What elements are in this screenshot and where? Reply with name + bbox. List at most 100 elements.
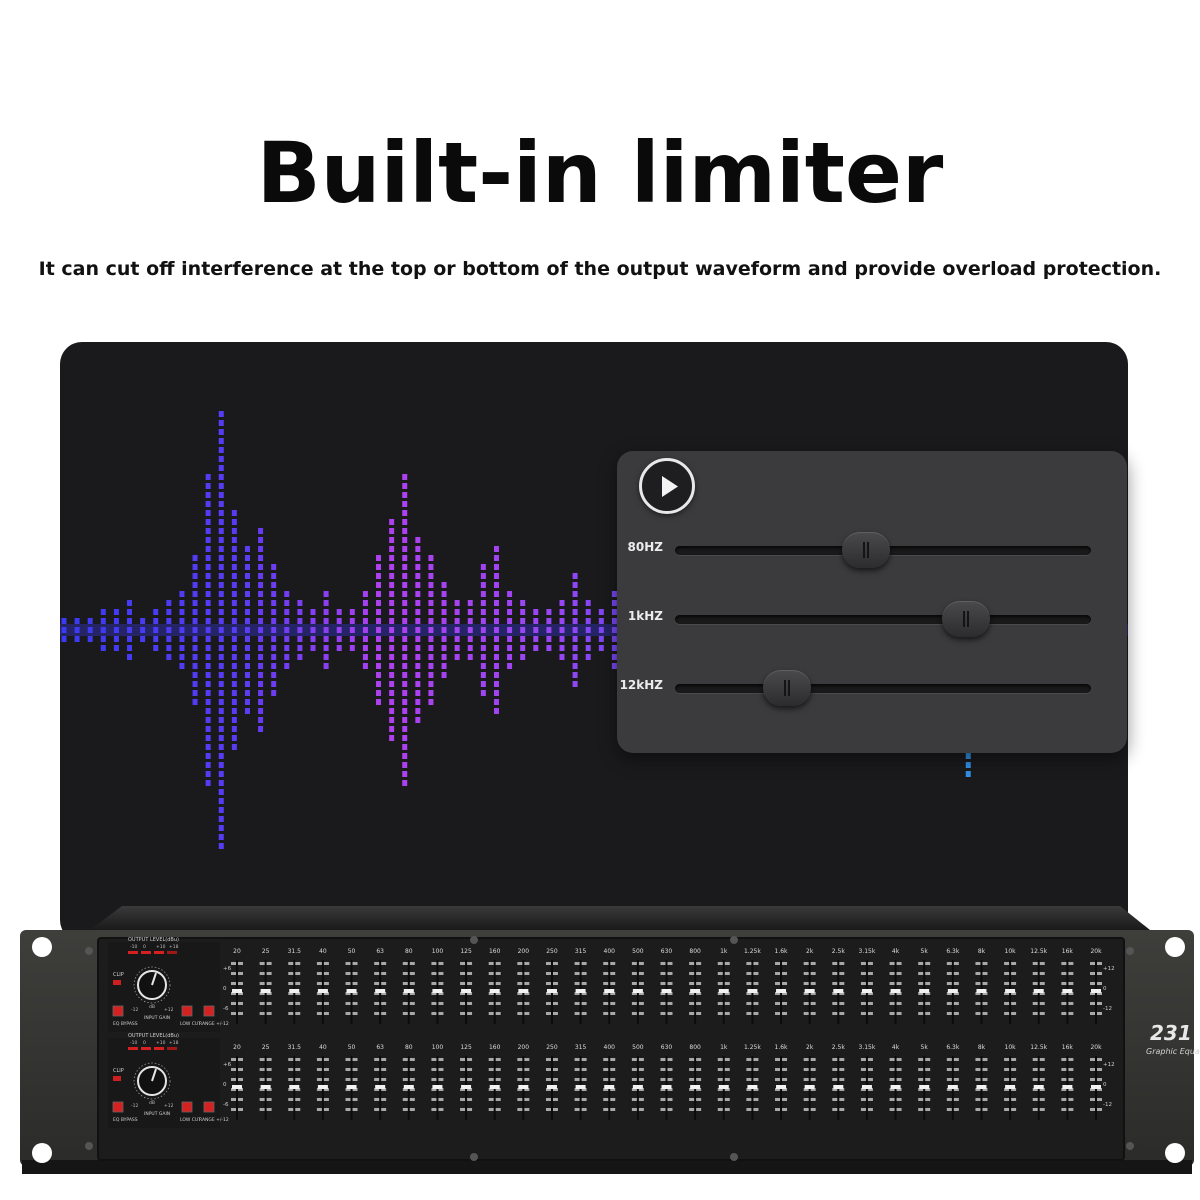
fader-cap[interactable] (947, 989, 958, 993)
fader-cap[interactable] (375, 1085, 386, 1089)
wave-dash (153, 636, 159, 642)
slider-1khz: 1kHZ (617, 599, 1127, 639)
fader-cap[interactable] (804, 989, 815, 993)
fader-cap[interactable] (718, 1085, 729, 1089)
fader-cap[interactable] (947, 1085, 958, 1089)
play-button[interactable] (639, 458, 695, 514)
fader-cap[interactable] (518, 989, 529, 993)
output-scale-tick: +18 (169, 1040, 179, 1046)
wave-dash (231, 609, 237, 615)
fader-cap[interactable] (919, 1085, 930, 1089)
fader-cap[interactable] (833, 1085, 844, 1089)
slider-track-1khz[interactable] (675, 615, 1091, 624)
fader-cap[interactable] (890, 989, 901, 993)
fader-cap[interactable] (461, 1085, 472, 1089)
band-label: 50 (348, 1044, 356, 1051)
fader-cap[interactable] (1033, 1085, 1044, 1089)
slider-track-12khz[interactable] (675, 684, 1091, 693)
fader-cap[interactable] (1062, 989, 1073, 993)
fader-cap[interactable] (1033, 989, 1044, 993)
wave-dash (493, 636, 499, 642)
range-button[interactable] (203, 1101, 215, 1113)
wave-dash (179, 636, 185, 642)
slider-knob-80hz[interactable] (842, 532, 891, 568)
eq-bypass-button[interactable] (112, 1005, 124, 1017)
band-label: 31.5 (288, 948, 302, 955)
fader-cap[interactable] (804, 1085, 815, 1089)
fader-cap[interactable] (232, 1085, 242, 1089)
fader-cap[interactable] (489, 989, 500, 993)
fader-cap[interactable] (1062, 1085, 1073, 1089)
fader-cap[interactable] (919, 989, 930, 993)
wave-dash (218, 681, 224, 687)
fader-cap[interactable] (747, 1085, 758, 1089)
wave-dash (376, 564, 382, 570)
fader-cap[interactable] (403, 989, 414, 993)
fader-cap[interactable] (604, 989, 615, 993)
fader-cap[interactable] (890, 1085, 901, 1089)
fader-cap[interactable] (718, 989, 729, 993)
fader-cap[interactable] (661, 989, 672, 993)
fader-cap[interactable] (690, 989, 701, 993)
fader-cap[interactable] (1005, 1085, 1016, 1089)
fader-cap[interactable] (747, 989, 758, 993)
band-label: 31.5 (288, 1044, 302, 1051)
fader-cap[interactable] (833, 989, 844, 993)
fader-cap[interactable] (776, 989, 787, 993)
fader-cap[interactable] (346, 1085, 357, 1089)
fader-cap[interactable] (546, 1085, 557, 1089)
fader-cap[interactable] (690, 1085, 701, 1089)
fader-cap[interactable] (432, 1085, 443, 1089)
fader-cap[interactable] (861, 1085, 872, 1089)
fader-cap[interactable] (632, 989, 643, 993)
fader-cap[interactable] (260, 989, 271, 993)
fader-cap[interactable] (604, 1085, 615, 1089)
eq-bypass-button[interactable] (112, 1101, 124, 1113)
fader-cap[interactable] (661, 1085, 672, 1089)
slider-knob-12khz[interactable] (763, 670, 812, 706)
wave-dash (192, 690, 198, 696)
range-button[interactable] (203, 1005, 215, 1017)
low-cut-button[interactable] (181, 1005, 193, 1017)
fader-cap[interactable] (489, 1085, 500, 1089)
fader-cap[interactable] (289, 989, 300, 993)
fader-cap[interactable] (575, 1085, 586, 1089)
wave-dash (218, 726, 224, 732)
wave-dash (415, 555, 421, 561)
wave-dash (585, 600, 591, 606)
fader-cap[interactable] (575, 989, 586, 993)
low-cut-button[interactable] (181, 1101, 193, 1113)
fader-cap[interactable] (546, 989, 557, 993)
wave-dash (520, 609, 526, 615)
fader-cap[interactable] (461, 989, 472, 993)
fader-cap[interactable] (403, 1085, 414, 1089)
fader-cap[interactable] (232, 989, 242, 993)
wave-dash (244, 654, 250, 660)
fader-cap[interactable] (432, 989, 443, 993)
fader-cap[interactable] (976, 1085, 987, 1089)
wave-dash (415, 618, 421, 624)
band-label: 8k (978, 1044, 986, 1051)
fader-cap[interactable] (260, 1085, 271, 1089)
fader-cap[interactable] (1005, 989, 1016, 993)
slider-knob-1khz[interactable] (942, 601, 991, 637)
fader-cap[interactable] (976, 989, 987, 993)
fader-cap[interactable] (518, 1085, 529, 1089)
wave-dash (389, 528, 395, 534)
fader-cap[interactable] (346, 989, 357, 993)
fader-cap[interactable] (375, 989, 386, 993)
fader-cap[interactable] (776, 1085, 787, 1089)
fader-cap[interactable] (861, 989, 872, 993)
fader-cap[interactable] (1091, 1085, 1101, 1089)
fader-cap[interactable] (289, 1085, 300, 1089)
band-label: 315 (575, 948, 587, 955)
fader-cap[interactable] (1091, 989, 1101, 993)
wave-dash (493, 555, 499, 561)
wave-dash (284, 609, 290, 615)
wave-dash (533, 636, 539, 642)
fader-cap[interactable] (317, 1085, 328, 1089)
wave-dash (205, 663, 211, 669)
fader-cap[interactable] (632, 1085, 643, 1089)
fader-cap[interactable] (317, 989, 328, 993)
wave-dash (100, 645, 106, 651)
